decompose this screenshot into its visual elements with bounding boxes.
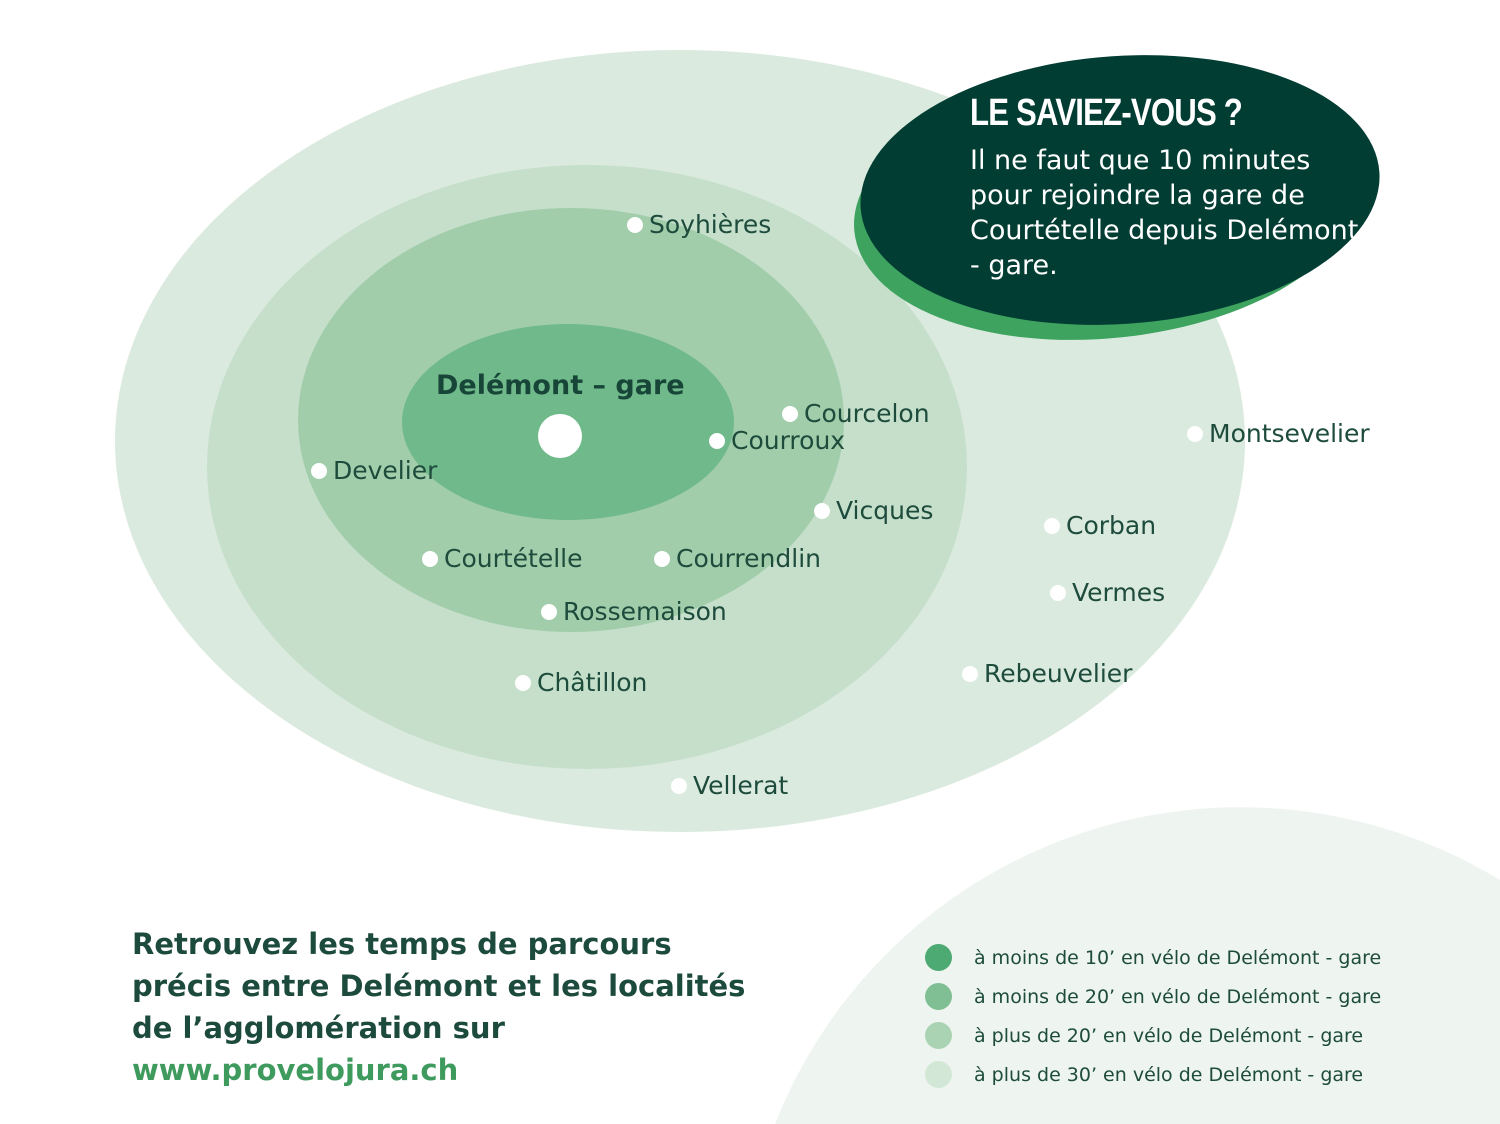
- place-courcelon: Courcelon: [782, 399, 930, 428]
- place-label: Courroux: [731, 426, 846, 455]
- place-courtetelle: Courtételle: [422, 544, 583, 573]
- place-marker: [627, 216, 643, 233]
- legend-backdrop: [775, 807, 1500, 1124]
- place-marker: [541, 603, 557, 620]
- place-marker: [671, 777, 687, 794]
- center-marker: [538, 414, 582, 458]
- place-marker: [1050, 584, 1066, 601]
- place-marker: [709, 432, 725, 449]
- place-label: Châtillon: [537, 668, 648, 697]
- place-label: Rossemaison: [563, 597, 727, 626]
- place-rossemaison: Rossemaison: [541, 597, 727, 626]
- place-label: Soyhières: [649, 210, 772, 239]
- place-soyhieres: Soyhières: [627, 210, 771, 239]
- place-montsevelier: Montsevelier: [1187, 419, 1370, 448]
- place-label: Vellerat: [693, 771, 789, 800]
- callout-title: LE SAVIEZ-VOUS ?: [970, 92, 1243, 134]
- place-marker: [515, 674, 531, 691]
- place-courrendlin: Courrendlin: [654, 544, 821, 573]
- place-marker: [1187, 425, 1203, 442]
- callout-text: Il ne faut que 10 minutes pour rejoindre…: [970, 145, 1359, 281]
- legend-item: à moins de 10’ en vélo de Delémont - gar…: [925, 938, 1381, 977]
- legend-swatch: [925, 944, 952, 971]
- legend-swatch: [925, 1061, 952, 1088]
- cta-line: précis entre Delémont et les localités: [132, 969, 746, 1003]
- place-vicques: Vicques: [814, 496, 933, 525]
- place-marker: [782, 405, 798, 422]
- place-develier: Develier: [311, 456, 437, 485]
- place-marker: [962, 665, 978, 682]
- legend-label: à moins de 10’ en vélo de Delémont - gar…: [974, 946, 1382, 969]
- place-rebeuvelier: Rebeuvelier: [962, 659, 1132, 688]
- place-marker: [422, 550, 438, 567]
- callout-bubble: [860, 55, 1380, 325]
- legend-swatch: [925, 1022, 952, 1049]
- place-label: Courtételle: [444, 544, 583, 573]
- legend-label: à moins de 20’ en vélo de Delémont - gar…: [974, 985, 1382, 1008]
- place-label: Corban: [1066, 511, 1157, 540]
- legend-label: à plus de 30’ en vélo de Delémont - gare: [974, 1063, 1364, 1086]
- website-link[interactable]: www.provelojura.ch: [132, 1053, 459, 1087]
- legend-item: à plus de 30’ en vélo de Delémont - gare: [925, 1055, 1381, 1094]
- place-chatillon: Châtillon: [515, 668, 647, 697]
- place-marker: [814, 502, 830, 519]
- center-label: Delémont – gare: [436, 370, 685, 401]
- place-label: Vermes: [1072, 578, 1166, 607]
- legend: à moins de 10’ en vélo de Delémont - gar…: [925, 938, 1381, 1094]
- legend-label: à plus de 20’ en vélo de Delémont - gare: [974, 1024, 1364, 1047]
- place-marker: [1044, 517, 1060, 534]
- place-vermes: Vermes: [1050, 578, 1165, 607]
- legend-swatch: [925, 983, 952, 1010]
- place-label: Montsevelier: [1209, 419, 1370, 448]
- place-label: Vicques: [836, 496, 934, 525]
- legend-item: à moins de 20’ en vélo de Delémont - gar…: [925, 977, 1381, 1016]
- place-marker: [654, 550, 670, 567]
- place-label: Develier: [333, 456, 438, 485]
- place-label: Rebeuvelier: [984, 659, 1133, 688]
- place-marker: [311, 462, 327, 479]
- place-label: Courrendlin: [676, 544, 821, 573]
- place-vellerat: Vellerat: [671, 771, 788, 800]
- cta-line: de l’agglomération sur: [132, 1011, 505, 1045]
- cta-line: Retrouvez les temps de parcours: [132, 927, 672, 961]
- place-courroux: Courroux: [709, 426, 845, 455]
- legend-item: à plus de 20’ en vélo de Delémont - gare: [925, 1016, 1381, 1055]
- place-corban: Corban: [1044, 511, 1156, 540]
- cta-text: Retrouvez les temps de parcours précis e…: [132, 923, 745, 1091]
- place-label: Courcelon: [804, 399, 930, 428]
